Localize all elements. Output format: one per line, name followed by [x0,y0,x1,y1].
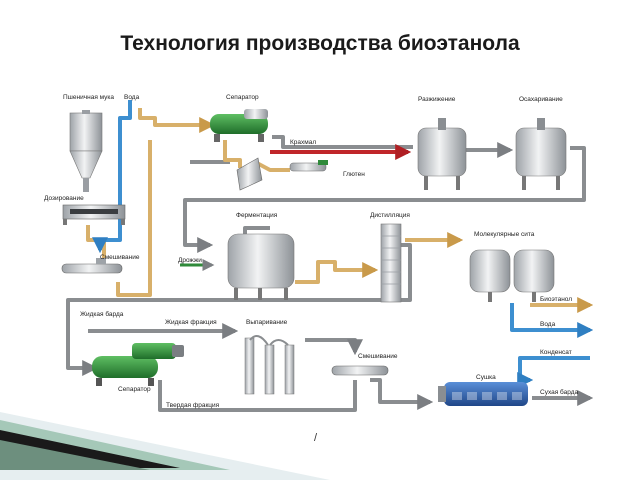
label-liquid-fraction: Жидкая фракция [165,319,217,326]
molecular-sieves [469,249,555,302]
fermentation-tank [227,233,295,300]
label-gluten: Глютен [343,171,365,178]
label-condensate: Конденсат [540,349,572,356]
pipe-fermentation-top [243,226,270,234]
label-yeast: Дрожжи [178,257,202,264]
dryer [438,382,528,406]
flour-hopper [69,110,103,192]
gluten-unit [289,160,328,172]
mixer-left [61,258,123,274]
pipe-liquid-stillage [66,243,412,376]
pipe-condensate [517,356,590,388]
label-bioethanol: Биоэтанол [540,296,572,303]
label-separator-top: Сепаратор [226,94,259,101]
splitter [236,157,263,191]
pipe-to-gluten [254,160,290,172]
label-distillation: Дистилляция [370,212,410,219]
pipe-fermentation-to-distillation [295,260,379,284]
pipe-saccharification-to-fermentation [183,146,586,253]
label-solid-fraction: Твердая фракция [166,402,220,409]
separator-top [210,109,268,142]
distillation-column [380,223,402,303]
label-water-top: Вода [124,94,140,101]
label-water-right: Вода [540,321,556,328]
slide-mark: / [314,432,318,444]
label-mixing-left: Смешивание [100,254,140,261]
liquefaction-tank [417,118,467,190]
pipe-flow-to-mixing [116,140,152,297]
pipe-water-to-separator [138,108,216,133]
blue-pipes [92,100,594,388]
label-starch: Крахмал [290,139,316,146]
label-mol-sieves: Молекулярные сита [474,231,535,238]
pipe-evaporation-to-mixing [305,338,363,356]
page-title: Технология производства биоэтанола [120,32,520,55]
gray-pipes [66,135,586,412]
pipe-water-out [510,303,594,338]
label-evaporation: Выпаривание [246,319,288,326]
pipe-separator-down [223,140,242,168]
label-liquefaction: Разжижение [418,96,456,103]
mixer-right [331,365,389,376]
dosing-unit [62,204,126,225]
saccharification-tank [515,118,567,190]
separator-bottom [92,343,184,386]
label-mixing-right: Смешивание [358,353,398,360]
pipe-water-to-mixing [92,100,132,254]
label-fermentation: Ферментация [236,212,278,219]
label-saccharification: Осахаривание [519,96,563,103]
label-separator-bottom: Сепаратор [118,386,151,393]
pipe-solid-fraction [158,380,357,412]
decorative-stripes [0,412,330,480]
label-liquid-stillage: Жидкая барда [80,310,124,318]
label-drying: Сушка [476,374,496,381]
pipe-separator-to-liquefaction [272,135,413,149]
label-flour: Пшеничная мука [63,94,114,101]
pipe-mixing-to-dryer [370,378,434,410]
label-dosing: Дозирование [44,195,84,202]
label-dry-stillage: Сухая барда [540,388,579,396]
evaporators [244,335,295,395]
